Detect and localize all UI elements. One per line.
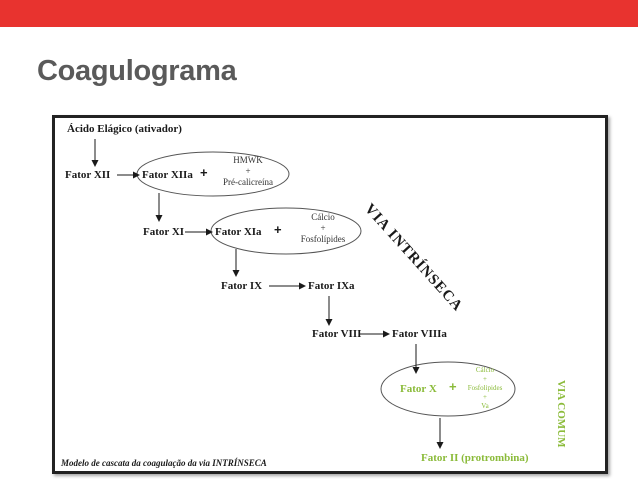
slide-title: Coagulograma xyxy=(37,55,237,87)
calcio-label: Cálcio xyxy=(311,212,335,222)
ellipse-fx xyxy=(380,361,516,417)
factor-xii-label: Fator XII xyxy=(65,169,111,181)
via-comum-label: VIA COMUM xyxy=(555,380,567,448)
factor-viiia-label: Fator VIIIa xyxy=(392,328,447,340)
factor-xiia-label: Fator XIIa xyxy=(142,169,193,181)
factor-ixa-label: Fator IXa xyxy=(308,280,355,292)
factor-x-label: Fator X xyxy=(400,383,437,395)
factor-ix-label: Fator IX xyxy=(221,280,263,292)
va-plus: + xyxy=(483,393,487,401)
calcio-group: Cálcio + Fosfolípides xyxy=(293,212,353,245)
fosfolipides-label: Fosfolípides xyxy=(300,234,346,244)
plus-sign-1: + xyxy=(200,165,208,180)
va-label: Va xyxy=(481,402,489,410)
factor-xia-label: Fator XIa xyxy=(215,226,262,238)
precalicreina-label: Pré-calicreína xyxy=(223,177,273,187)
fosfolipides2-label: Fosfolipides xyxy=(467,384,503,392)
activator-label: Ácido Elágico (ativador) xyxy=(67,123,182,135)
diagram-graphics xyxy=(91,139,516,449)
plus-sign-2: + xyxy=(274,222,282,237)
common-cofactors-group: Cálcio + Fosfolipides + Va xyxy=(460,366,510,411)
coagulation-cascade-diagram: Ácido Elágico (ativador) Fator XII Fator… xyxy=(52,115,608,474)
calcio-plus: + xyxy=(320,223,326,233)
factor-viii-label: Fator VIII xyxy=(312,328,362,340)
hmwk-group: HMWK + Pré-calicreína xyxy=(213,155,283,188)
top-accent-bar xyxy=(0,0,638,27)
factor-ii-label: Fator II (protrombina) xyxy=(421,452,529,464)
calcio2-plus: + xyxy=(483,375,487,383)
factor-xi-label: Fator XI xyxy=(143,226,185,238)
hmwk-label: HMWK xyxy=(233,155,263,165)
calcio2-label: Cálcio xyxy=(475,366,495,374)
diagram-caption: Modelo de cascata da coagulação da via I… xyxy=(61,458,267,468)
hmwk-plus: + xyxy=(245,166,251,176)
plus-sign-3: + xyxy=(449,379,457,394)
